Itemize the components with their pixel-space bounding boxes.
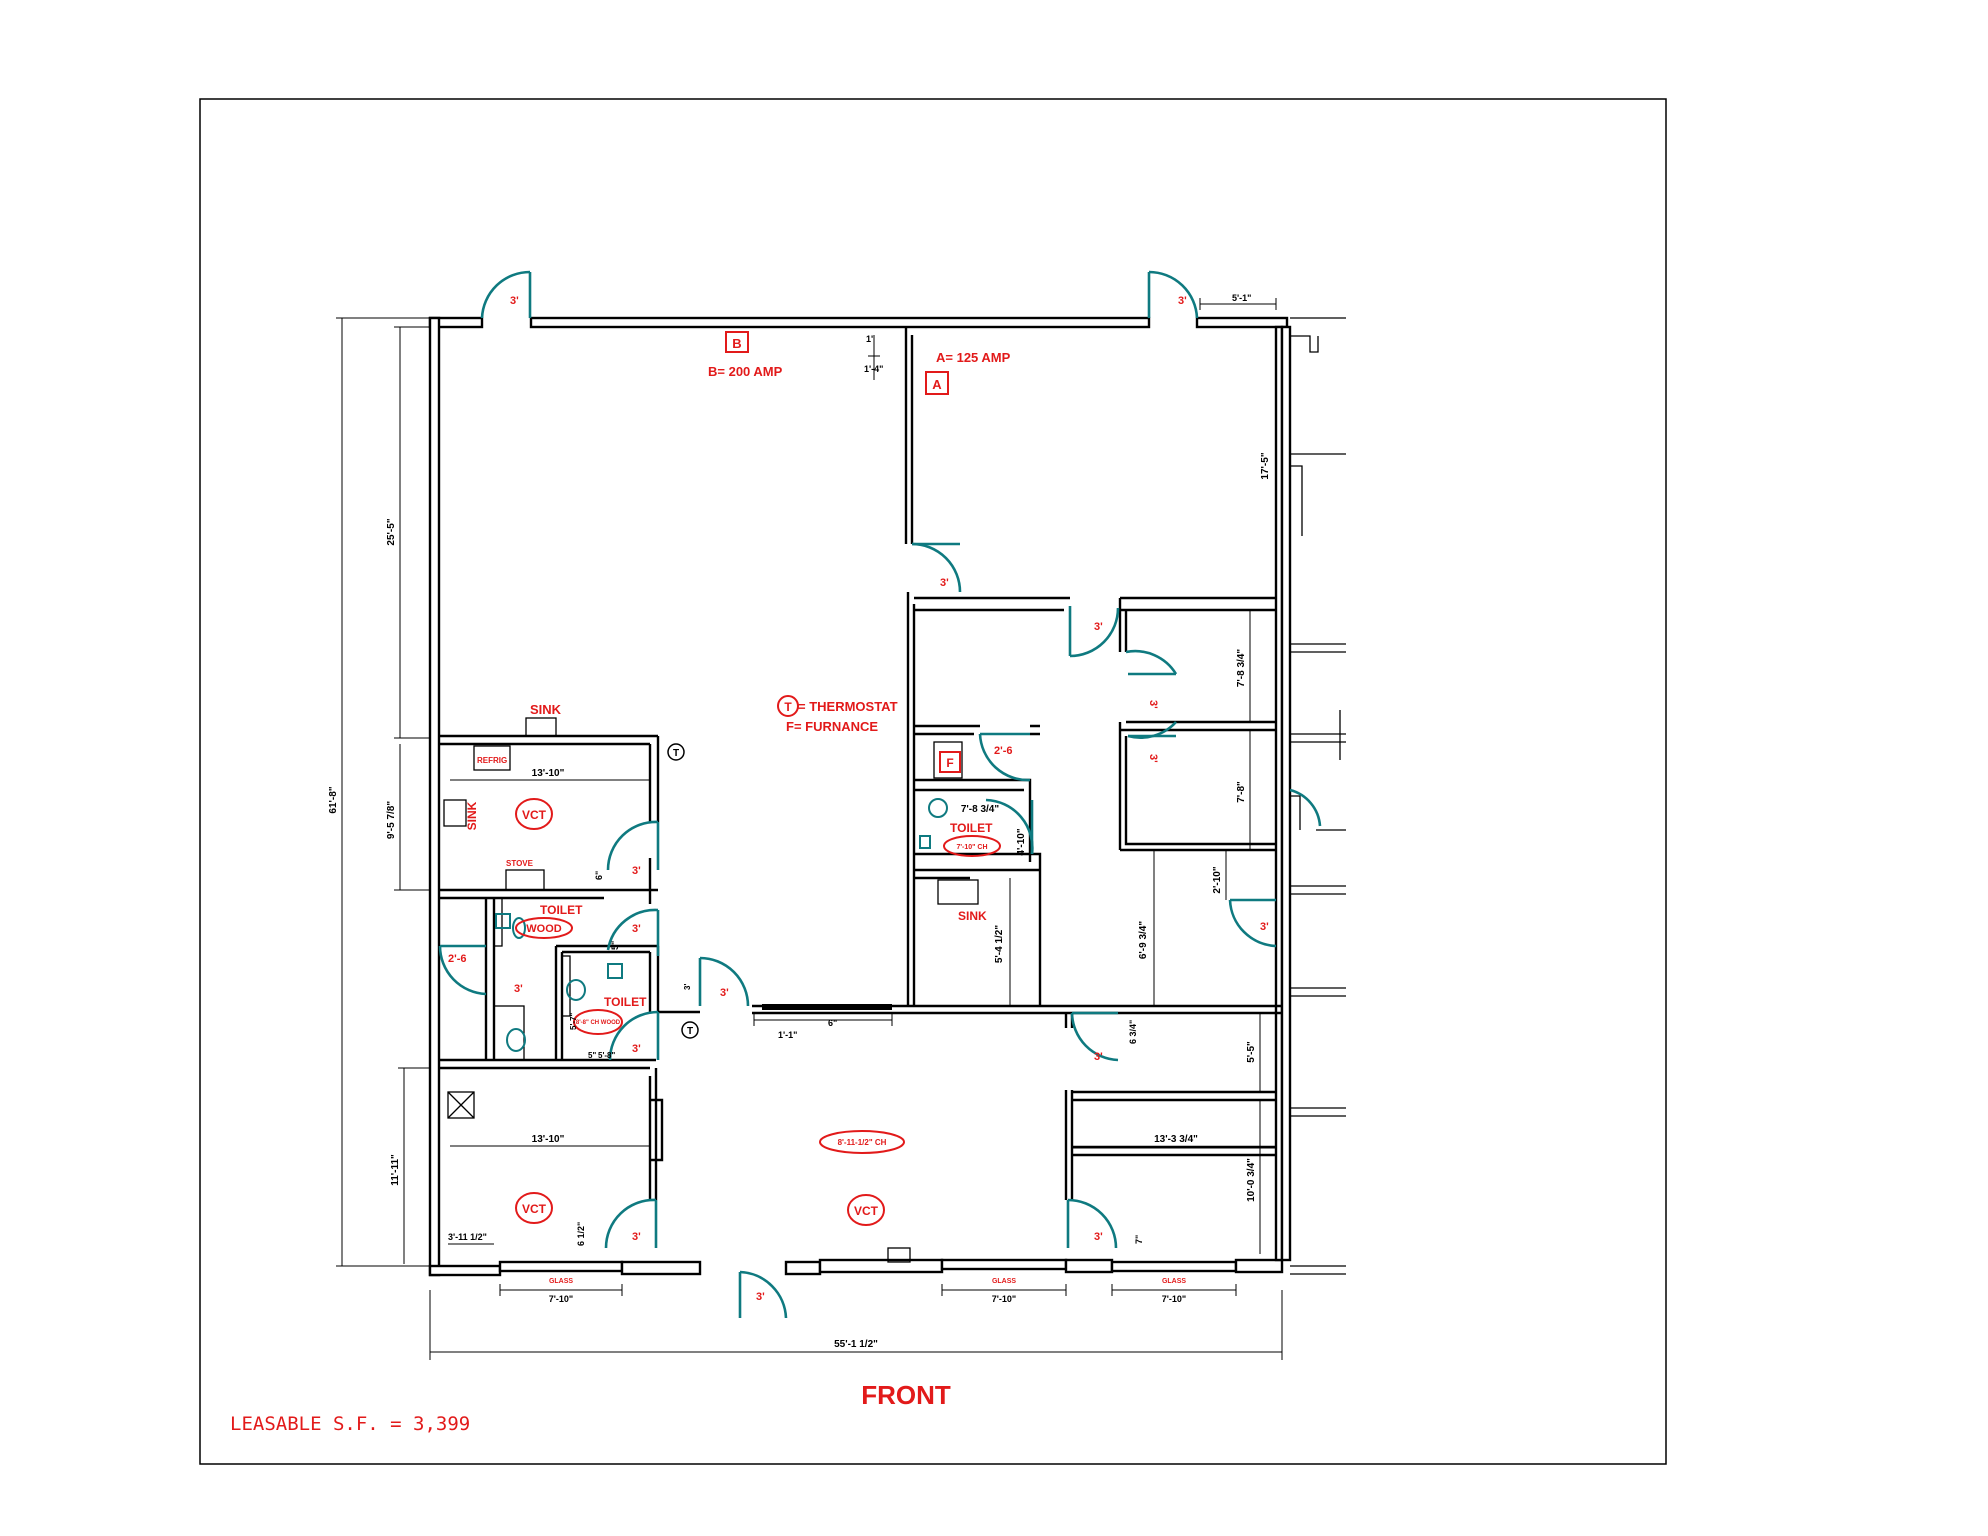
- dim-small: 5'-7": [569, 1013, 578, 1030]
- door-label: 3': [1094, 1231, 1103, 1243]
- dim-right-r4: 5'-5": [1246, 1041, 1257, 1063]
- thermostat-symbol: T: [784, 700, 792, 714]
- dim-small: 3'-11 1/2": [448, 1232, 487, 1242]
- wood-label: WOOD: [526, 923, 561, 935]
- dim-small: 6": [828, 1018, 837, 1028]
- door-label: 3': [720, 987, 729, 999]
- dimension-lines: [336, 298, 1283, 1360]
- interior-walls: [439, 327, 1282, 1200]
- exterior-walls: [428, 316, 1346, 1277]
- vct-label-office: VCT: [522, 1202, 547, 1216]
- sink-label-right: SINK: [958, 909, 987, 923]
- dim-overall-width: 55'-1 1/2": [834, 1339, 878, 1350]
- dim-office-width: 13'-10": [532, 1134, 565, 1145]
- dim-small: 6 3/4": [1128, 1020, 1138, 1044]
- dim-small: 3': [683, 984, 692, 990]
- dim-top-right: 5'-1": [1232, 293, 1251, 303]
- dim-small: 5": [588, 1051, 596, 1060]
- refrig-label: REFRIG: [477, 756, 507, 765]
- dim-left-mid: 9'-5 7/8": [386, 801, 397, 840]
- dim-right-r2: 7'-8": [1236, 781, 1247, 803]
- dim-right-upper: 17'-5": [1260, 452, 1271, 479]
- fixtures: [443, 717, 979, 1263]
- door-label: 3': [632, 865, 641, 877]
- dim-glass-width: 7'-10": [549, 1294, 573, 1304]
- ceiling-height-toilet-r: 7'-10" CH: [956, 844, 987, 851]
- panel-a-tag: A: [932, 377, 942, 392]
- front-title: FRONT: [861, 1380, 951, 1410]
- doors: [438, 270, 1322, 1319]
- furnace-legend: F= FURNANCE: [786, 719, 878, 734]
- sink-label-side: SINK: [465, 801, 479, 830]
- door-label: 2'-6: [994, 745, 1013, 757]
- drawing-frame: [199, 98, 1667, 1465]
- furnace-tag: F: [946, 756, 953, 770]
- dim-sink-r: 5'-4 1/2": [994, 925, 1005, 964]
- leasable-area: LEASABLE S.F. = 3,399: [230, 1413, 470, 1435]
- door-label: 3': [1147, 754, 1159, 763]
- dim-small: 5'-8": [598, 1051, 615, 1060]
- sink-label-top: SINK: [530, 702, 562, 717]
- door-labels: 3' 3' 3' 3' 3' 3' 3' 3' 3' 3' 3' 3' 3' 3…: [448, 295, 1269, 1303]
- door-label: 3': [510, 295, 519, 307]
- ceiling-height-lobby: 8'-11-1/2" CH: [838, 1138, 887, 1147]
- panel-b-tag: B: [732, 336, 741, 351]
- dim-toilet-r-w: 7'-8 3/4": [961, 804, 1000, 815]
- door-label: 3': [940, 577, 949, 589]
- toilet-label-2: TOILET: [604, 995, 647, 1009]
- dim-right-r5: 10'-0 3/4": [1246, 1158, 1257, 1202]
- dim-right-office-width: 13'-3 3/4": [1154, 1134, 1198, 1145]
- vct-label-kitchen: VCT: [522, 808, 547, 822]
- toilet-label-1: TOILET: [540, 903, 583, 917]
- stove-label: STOVE: [506, 859, 534, 868]
- door-label: 3': [632, 1043, 641, 1055]
- door-label: 3': [632, 923, 641, 935]
- dim-left-lower: 11'-11": [390, 1154, 401, 1186]
- door-label: 3': [1094, 1051, 1103, 1063]
- glass-label-1: GLASS: [549, 1278, 573, 1285]
- dim-right-r1: 7'-8 3/4": [1236, 649, 1247, 688]
- glass-label-2: GLASS: [992, 1278, 1016, 1285]
- thermostat-legend: = THERMOSTAT: [798, 699, 898, 714]
- dim-overall-height: 61'-8": [328, 786, 339, 813]
- thermostat-symbol-lobby: T: [687, 1026, 693, 1037]
- dim-left-upper: 25'-5": [386, 518, 397, 545]
- door-label: 3': [514, 983, 523, 995]
- dim-small: 5": [610, 941, 620, 950]
- door-label: 3': [1260, 921, 1269, 933]
- dim-right-r3: 2'-10": [1212, 866, 1223, 893]
- dim-small: 7": [1134, 1235, 1144, 1244]
- door-label: 2'-6: [448, 953, 467, 965]
- glass-label-3: GLASS: [1162, 1278, 1186, 1285]
- dim-small: 6": [594, 871, 604, 880]
- dim-corridor: 6'-9 3/4": [1138, 921, 1149, 960]
- dim-toilet-r-h: 4'-10": [1016, 828, 1027, 855]
- vct-label-lobby: VCT: [854, 1204, 879, 1218]
- panel-a-label: A= 125 AMP: [936, 350, 1011, 365]
- thermostat-symbol-kitchen: T: [673, 748, 679, 759]
- door-label: 3': [1094, 621, 1103, 633]
- dim-small: 1'-4": [864, 364, 883, 374]
- toilet-label-3: TOILET: [950, 821, 993, 835]
- door-label: 3': [756, 1291, 765, 1303]
- dim-small: 6 1/2": [576, 1222, 586, 1246]
- dim-glass-width: 7'-10": [992, 1294, 1016, 1304]
- door-label: 3': [632, 1231, 641, 1243]
- dim-small: 1'-1": [778, 1030, 797, 1040]
- ceiling-height-toilet-l: 8'-8" CH WOOD: [576, 1020, 621, 1026]
- door-label: 3': [1178, 295, 1187, 307]
- dim-kitchen-width: 13'-10": [532, 768, 565, 779]
- door-label: 3': [1147, 700, 1159, 709]
- panel-b-label: B= 200 AMP: [708, 364, 783, 379]
- dim-glass-width: 7'-10": [1162, 1294, 1186, 1304]
- dim-small: 1': [866, 334, 873, 344]
- dimension-labels: 5'-1" 61'-8" 25'-5" 9'-5 7/8" 11'-11" 13…: [328, 293, 1271, 1350]
